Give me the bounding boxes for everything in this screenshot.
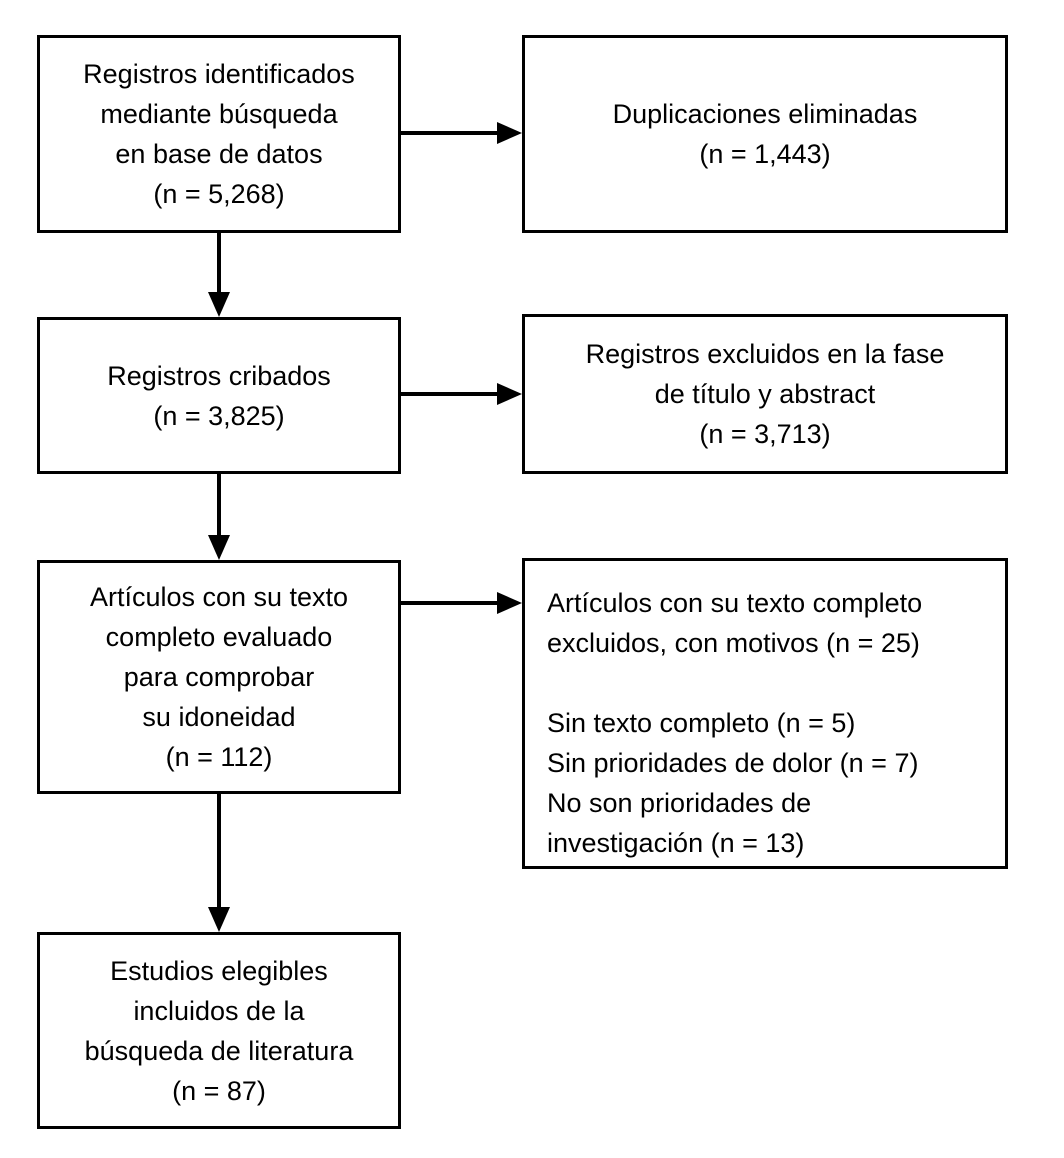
box-text-line: Registros identificados [83, 59, 355, 89]
box-excluded-title-abstract: Registros excluidos en la fase de título … [522, 314, 1008, 474]
box-text-line: (n = 1,443) [699, 139, 831, 169]
box-text-line: en base de datos [115, 139, 323, 169]
box-text-line: Sin texto completo (n = 5) [547, 708, 856, 738]
box-text-line: (n = 5,268) [153, 179, 285, 209]
box-text-line: Estudios elegibles [110, 955, 328, 986]
box-text-line: (n = 3,825) [153, 400, 285, 431]
box-text-line: para comprobar [123, 662, 315, 692]
box-text-line: Duplicaciones eliminadas [612, 99, 918, 129]
box-text-line: Registros cribados [107, 360, 331, 391]
arrow-screened-to-fulltext [208, 474, 230, 560]
box-text-line: Artículos con su texto [89, 582, 349, 612]
box-text-line: Artículos con su texto completo [547, 588, 923, 618]
arrow-identified-to-screened [208, 233, 230, 317]
box-text-line: Sin prioridades de dolor (n = 7) [547, 748, 919, 778]
box-text-line: (n = 3,713) [699, 419, 831, 449]
box-duplicates-removed: Duplicaciones eliminadas (n = 1,443) [522, 35, 1008, 233]
box-text-line: No son prioridades de [547, 788, 812, 818]
box-text-line: de título y abstract [654, 379, 876, 409]
box-studies-included: Estudios elegibles incluidos de la búsqued… [37, 932, 401, 1129]
box-text-line: excluidos, con motivos (n = 25) [547, 628, 920, 658]
arrow-identified-to-duplicates [401, 122, 522, 144]
box-text-line: (n = 112) [165, 742, 273, 772]
box-records-identified: Registros identificados mediante búsqueda… [37, 35, 401, 233]
box-fulltext-excluded-reasons: Artículos con su texto completo excluidos… [522, 558, 1008, 869]
box-text-line: completo evaluado [105, 622, 333, 652]
box-text-line [547, 663, 555, 703]
box-text-line: investigación (n = 13) [547, 828, 805, 858]
box-text-line: (n = 87) [172, 1075, 266, 1106]
box-text-line: incluidos de la [133, 995, 305, 1026]
box-fulltext-assessed: Artículos con su texto completo evaluado p… [37, 560, 401, 794]
arrow-screened-to-excluded [401, 383, 522, 405]
box-text-line: búsqueda de literatura [84, 1035, 354, 1066]
box-text-line: su idoneidad [142, 702, 296, 732]
box-text-line: mediante búsqueda [100, 99, 338, 129]
arrow-fulltext-to-excluded [401, 592, 522, 614]
arrow-fulltext-to-included [208, 794, 230, 932]
box-text-line: Registros excluidos en la fase [585, 339, 945, 369]
box-records-screened: Registros cribados (n = 3,825) [37, 317, 401, 474]
